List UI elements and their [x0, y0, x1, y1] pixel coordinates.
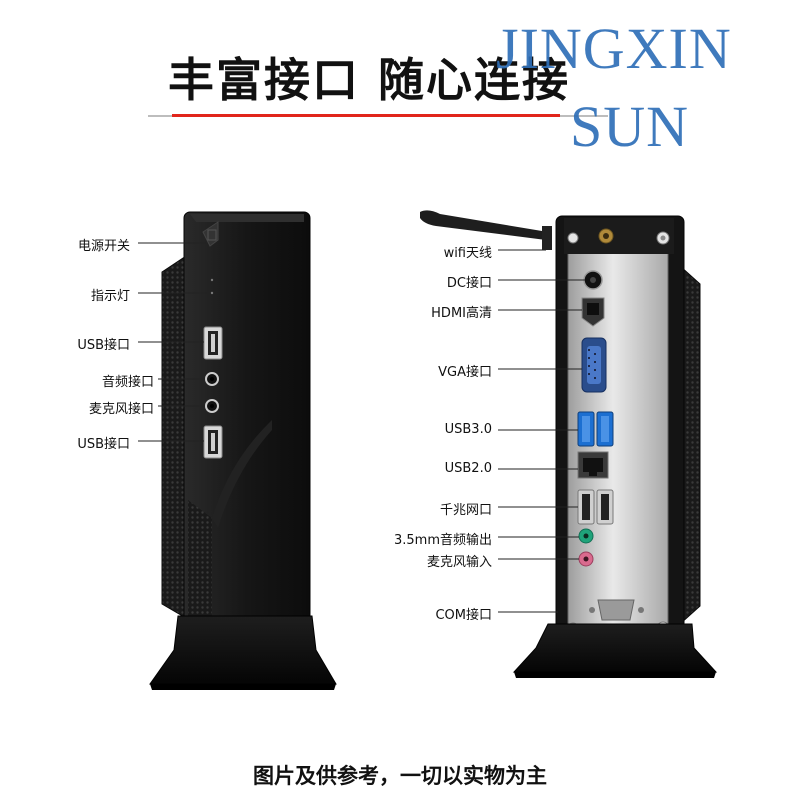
audio-out-jack-icon [578, 528, 594, 544]
usb3-port-icon [577, 411, 614, 447]
vga-port-icon [581, 337, 607, 393]
watermark-line1: JINGXIN [496, 16, 732, 81]
usb-port-icon [203, 425, 223, 459]
watermark-line2: SUN [570, 94, 690, 159]
label-indicator-light: 指示灯 [90, 289, 130, 304]
label-audio-out: 3.5mm音频输出 [393, 533, 492, 548]
page-title: 丰富接口 随心连接 [168, 53, 571, 107]
label-com-port: COM接口 [435, 608, 492, 623]
label-usb20: USB2.0 [444, 461, 492, 476]
label-usb-port-front-1: USB接口 [77, 338, 130, 353]
label-vga-port: VGA接口 [438, 365, 492, 380]
dc-jack-icon [583, 270, 603, 290]
label-dc-port: DC接口 [446, 276, 492, 291]
label-wifi-antenna: wifi天线 [443, 246, 492, 261]
label-gigabit-ethernet: 千兆网口 [439, 503, 492, 518]
label-mic-port: 麦克风接口 [88, 402, 154, 417]
hdmi-port-icon [581, 297, 605, 327]
usb2-port-icon [577, 489, 614, 525]
disclaimer-footer: 图片及供参考，一切以实物为主 [253, 764, 547, 788]
ethernet-port-icon [577, 451, 609, 479]
label-mic-in: 麦克风输入 [426, 555, 492, 570]
mic-jack-icon [205, 399, 219, 413]
label-usb-port-front-2: USB接口 [77, 437, 130, 452]
com-port-icon [589, 599, 644, 621]
indicator-led-icon [210, 278, 214, 295]
label-usb30: USB3.0 [444, 422, 492, 437]
label-power-switch: 电源开关 [77, 239, 130, 254]
antenna-icon [420, 210, 614, 250]
label-audio-port: 音频接口 [101, 375, 154, 390]
power-button-icon [202, 221, 219, 247]
usb-port-icon [203, 326, 223, 360]
label-hdmi: HDMI高清 [431, 306, 492, 321]
audio-jack-icon [205, 372, 219, 386]
title-underline-red [172, 114, 560, 117]
mic-in-jack-icon [578, 551, 594, 567]
